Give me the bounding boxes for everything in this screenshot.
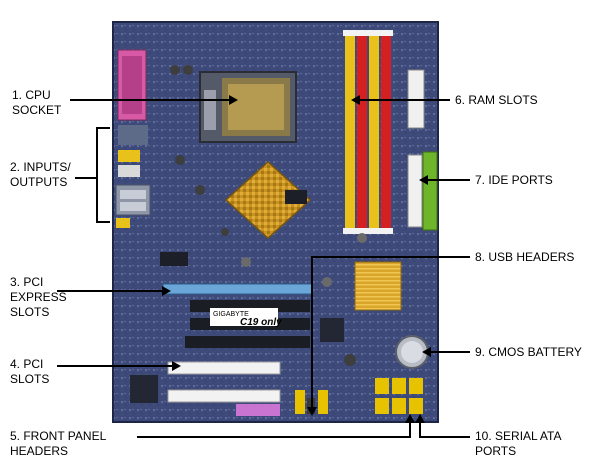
label-ram-slots: 6. RAM SLOTS: [455, 93, 538, 107]
label-usb-headers: 8. USB HEADERS: [475, 250, 575, 264]
southbridge-heatsink: [354, 261, 402, 311]
board-model-text: C19 only: [240, 317, 282, 328]
cpu-socket: [199, 71, 297, 143]
label-pci-express-slots: 3. PCI EXPRESS SLOTS: [10, 275, 67, 319]
label-front-panel-headers: 5. FRONT PANEL HEADERS: [10, 429, 107, 458]
rear-io-panel: [115, 49, 151, 228]
cmos-battery: [395, 335, 429, 369]
label-cpu-socket: 1. CPU SOCKET: [12, 88, 62, 117]
label-pci-slots: 4. PCI SLOTS: [10, 357, 50, 386]
board-brand-text: GIGABYTE: [213, 311, 249, 318]
label-inputs-outputs: 2. INPUTS/ OUTPUTS: [10, 160, 71, 189]
label-cmos-battery: 9. CMOS BATTERY: [475, 345, 582, 359]
pci-slots: [167, 361, 281, 416]
ram-slots: [343, 30, 393, 234]
ide-ports: [407, 69, 438, 231]
label-serial-ata-ports: 10. SERIAL ATA PORTS: [475, 429, 562, 458]
northbridge-heatsink: [224, 160, 312, 240]
pci-express-slots: [162, 283, 314, 348]
label-ide-ports: 7. IDE PORTS: [475, 173, 553, 187]
